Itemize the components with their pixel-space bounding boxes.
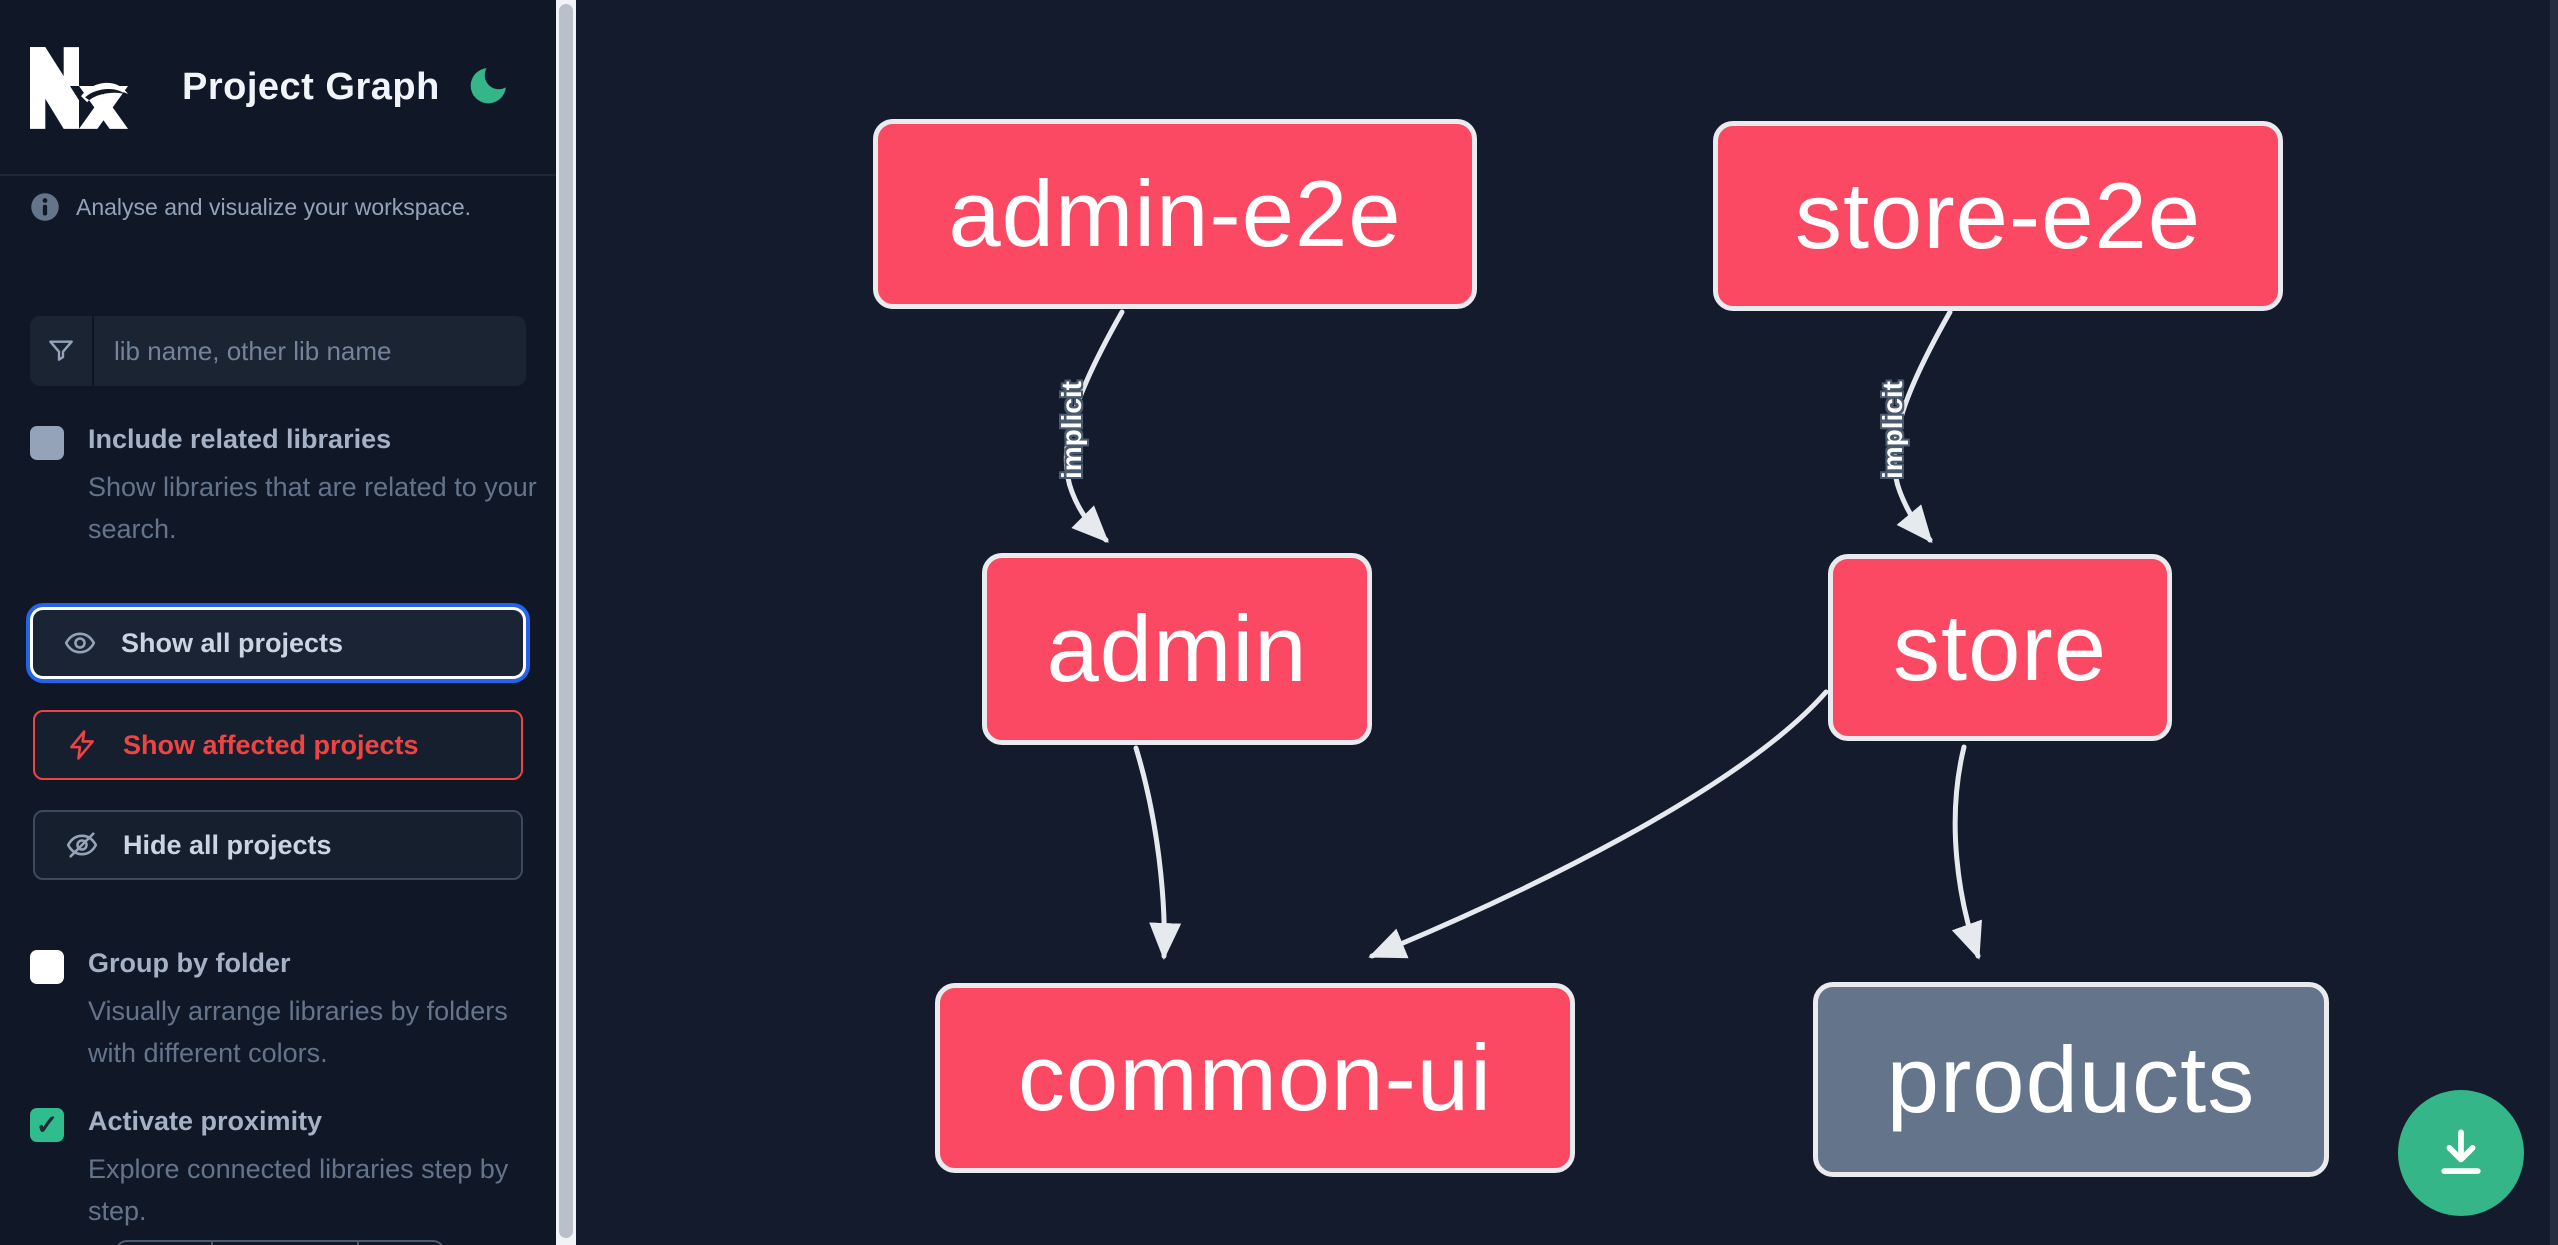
- sidebar-scrollbar-track[interactable]: [556, 0, 576, 1245]
- toggle-label: Activate proximity: [88, 1106, 323, 1136]
- checkbox-group-by-folder[interactable]: [30, 950, 64, 984]
- button-label: Hide all projects: [123, 829, 332, 860]
- moon-icon: [470, 68, 506, 104]
- node-label: admin-e2e: [948, 161, 1402, 266]
- node-label: store-e2e: [1794, 163, 2202, 268]
- eye-off-icon: [66, 832, 98, 858]
- info-text: Analyse and visualize your workspace.: [76, 193, 472, 220]
- button-label: Show all projects: [121, 627, 344, 658]
- check-icon: ✓: [35, 1109, 59, 1140]
- theme-toggle-button[interactable]: [458, 54, 520, 116]
- toggle-label: Include related libraries: [88, 424, 392, 454]
- sidebar: Project Graph Analyse and visualize your…: [0, 0, 556, 1245]
- edge-store-products: [1951, 744, 1982, 960]
- proximity-stepper[interactable]: [115, 1240, 445, 1245]
- edge-label-implicit: implicit: [1877, 380, 1908, 480]
- toggle-label: Group by folder: [88, 948, 291, 978]
- show-all-projects-button[interactable]: Show all projects: [33, 610, 523, 676]
- toggle-description: Explore connected libraries step by step…: [88, 1154, 509, 1226]
- node-label: common-ui: [1018, 1025, 1492, 1130]
- graph-node-store-e2e[interactable]: store-e2e: [1713, 121, 2283, 311]
- graph-node-products[interactable]: products: [1813, 982, 2329, 1177]
- checkbox-include-related-libraries[interactable]: [30, 426, 64, 460]
- button-label: Show affected projects: [123, 729, 419, 760]
- edge-admin-common-ui: [1133, 745, 1182, 960]
- toggle-description: Show libraries that are related to your …: [88, 472, 537, 544]
- graph-node-store[interactable]: store: [1828, 554, 2172, 741]
- node-label: products: [1886, 1026, 2256, 1132]
- download-icon: [2441, 1129, 2481, 1174]
- sidebar-header: Project Graph: [0, 0, 556, 176]
- edge-label-implicit: implicit: [1056, 380, 1087, 480]
- graph-node-admin-e2e[interactable]: admin-e2e: [873, 119, 1477, 309]
- graph-node-common-ui[interactable]: common-ui: [935, 983, 1575, 1173]
- filter-icon-cell: [30, 316, 94, 386]
- edge-store-common-ui: [1368, 689, 1829, 959]
- eye-icon: [64, 632, 96, 654]
- graph-node-admin[interactable]: admin: [982, 553, 1372, 745]
- bolt-icon: [70, 730, 94, 760]
- filter-icon: [49, 340, 73, 361]
- nx-logo-icon: [30, 47, 128, 129]
- search-box: [30, 316, 526, 386]
- stepper-divider: [357, 1242, 359, 1245]
- page-scrollbar[interactable]: [2550, 0, 2558, 1245]
- node-label: admin: [1046, 596, 1308, 701]
- show-affected-projects-button[interactable]: Show affected projects: [33, 710, 523, 780]
- download-graph-button[interactable]: [2398, 1090, 2524, 1216]
- node-label: store: [1893, 594, 2107, 700]
- search-input[interactable]: [94, 316, 526, 386]
- page-title: Project Graph: [182, 66, 440, 108]
- hide-all-projects-button[interactable]: Hide all projects: [33, 810, 523, 880]
- checkbox-activate-proximity[interactable]: ✓: [30, 1108, 64, 1142]
- info-icon: [31, 193, 59, 221]
- sidebar-scrollbar-thumb[interactable]: [559, 4, 573, 1238]
- workspace-info: Analyse and visualize your workspace.: [30, 192, 471, 222]
- stepper-divider: [211, 1242, 213, 1245]
- toggle-description: Visually arrange libraries by folders wi…: [88, 996, 508, 1068]
